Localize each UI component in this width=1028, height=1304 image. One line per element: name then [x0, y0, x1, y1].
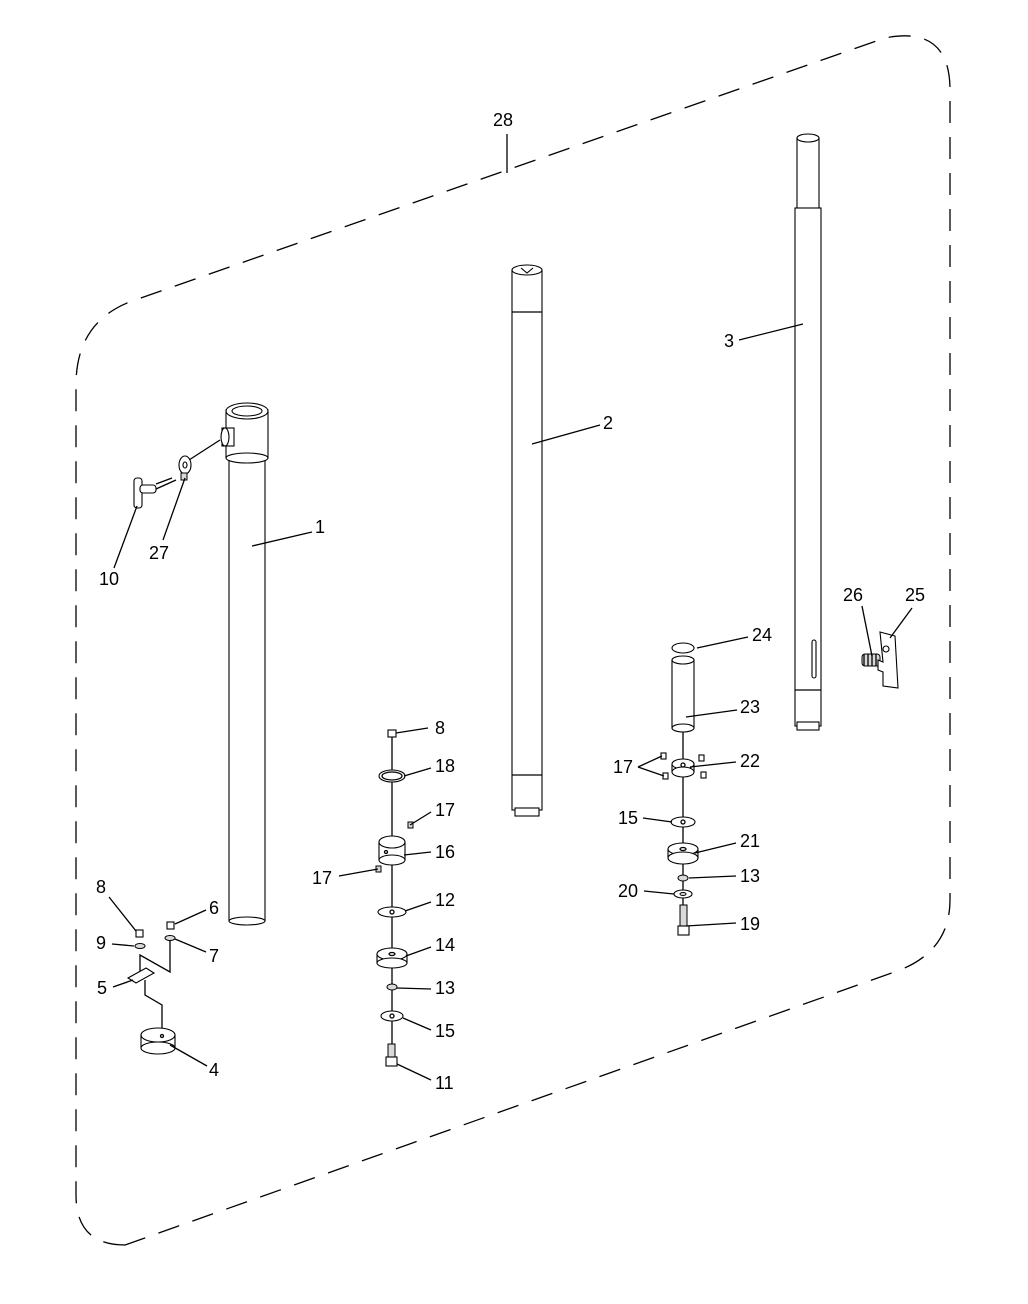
part-14-spacer — [376, 947, 408, 969]
part-19-bolt — [677, 904, 690, 936]
callout-labels: 28 1 2 3 10 27 26 25 24 23 22 17 15 21 1… — [96, 110, 925, 1093]
callout-9: 9 — [96, 933, 106, 953]
part-26-spring — [861, 653, 881, 667]
part-15-washer-middle — [380, 1010, 404, 1022]
part-6-screw — [166, 921, 175, 930]
lower-left-assembly — [126, 921, 176, 1055]
part-23-cylinder — [671, 659, 695, 729]
callout-4: 4 — [209, 1060, 219, 1080]
callout-1: 1 — [315, 517, 325, 537]
callout-17-middle-upper: 17 — [435, 800, 455, 820]
callout-12: 12 — [435, 890, 455, 910]
part-27-ring — [178, 439, 221, 481]
callout-23: 23 — [740, 697, 760, 717]
callout-8-left: 8 — [96, 877, 106, 897]
callout-10: 10 — [99, 569, 119, 589]
part-4-base — [140, 1027, 176, 1055]
part-21-spacer — [667, 842, 699, 865]
callout-8-middle: 8 — [435, 718, 445, 738]
callout-24: 24 — [752, 625, 772, 645]
part-7-washer — [164, 935, 176, 941]
callout-15-middle: 15 — [435, 1021, 455, 1041]
part-15-washer-right — [670, 816, 696, 828]
part-5-bracket — [126, 967, 156, 984]
callout-14: 14 — [435, 935, 455, 955]
callout-13-right: 13 — [740, 866, 760, 886]
callout-19: 19 — [740, 914, 760, 934]
callout-21: 21 — [740, 831, 760, 851]
callout-20: 20 — [618, 881, 638, 901]
leader-lines — [108, 134, 913, 1081]
part-22-collar — [671, 758, 695, 778]
callout-17-middle-lower: 17 — [312, 868, 332, 888]
middle-stack — [375, 729, 414, 1067]
callout-2: 2 — [603, 413, 613, 433]
callout-3: 3 — [724, 331, 734, 351]
part-10-t-handle — [133, 477, 177, 509]
callout-26: 26 — [843, 585, 863, 605]
callout-7: 7 — [209, 946, 219, 966]
callout-13-middle: 13 — [435, 978, 455, 998]
callout-17-right: 17 — [613, 757, 633, 777]
callout-11: 11 — [435, 1073, 454, 1093]
part-12-washer — [377, 906, 407, 918]
callout-6: 6 — [209, 898, 219, 918]
part-13-nut-middle — [386, 983, 398, 991]
callout-22: 22 — [740, 751, 760, 771]
callout-15-right: 15 — [618, 808, 638, 828]
part-8-screw-middle — [387, 729, 397, 738]
callout-18: 18 — [435, 756, 455, 776]
part-24-disc — [671, 642, 695, 654]
callout-28: 28 — [493, 110, 513, 130]
callout-5: 5 — [97, 978, 107, 998]
part-11-bolt — [385, 1043, 398, 1067]
callout-25: 25 — [905, 585, 925, 605]
part-8-screw-left — [135, 929, 144, 938]
part-25-bracket — [877, 631, 899, 689]
callout-27: 27 — [149, 543, 169, 563]
part-2-tube — [511, 264, 543, 817]
part-3-tube — [794, 133, 822, 731]
right-stack — [660, 642, 707, 936]
part-9-washer — [134, 943, 146, 949]
callout-16: 16 — [435, 842, 455, 862]
part-16-hub — [378, 835, 406, 866]
part-13-nut-right — [677, 874, 689, 882]
part-1-tube — [220, 402, 269, 926]
